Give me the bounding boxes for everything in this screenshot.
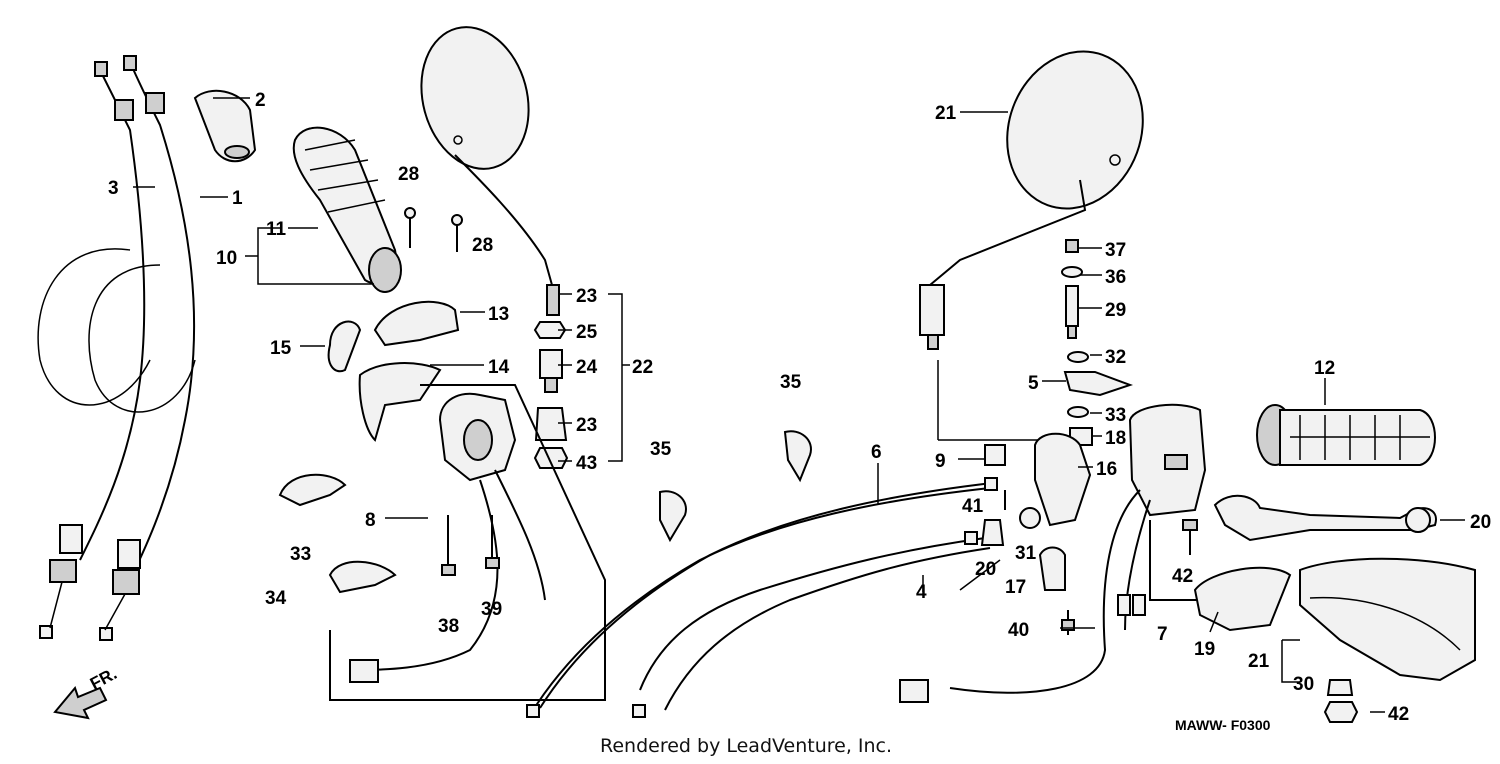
callout-12: 12 — [1314, 358, 1335, 379]
callout-4: 4 — [916, 582, 927, 603]
brake-lever — [1213, 494, 1437, 542]
left-mirror — [420, 26, 560, 316]
callout-23-left: 22 — [632, 357, 653, 378]
callout-16: 16 — [1096, 459, 1117, 480]
callout-33: 33 — [1105, 405, 1126, 426]
callout-41: 41 — [962, 496, 984, 517]
callout-30: 30 — [1293, 674, 1314, 695]
callout-35-a: 33 — [290, 544, 311, 565]
throttle-housing — [327, 300, 460, 442]
callout-19: 19 — [1194, 639, 1215, 660]
leader-lines — [133, 97, 1465, 713]
throttle-cables — [37, 55, 196, 641]
callout-3: 3 — [108, 178, 119, 199]
callout-28-a: 28 — [398, 164, 419, 185]
callout-37: 38 — [438, 616, 459, 637]
right-grip — [1256, 404, 1436, 466]
callout-27: 25 — [576, 322, 598, 343]
callout-42: 42 — [1388, 704, 1409, 725]
callout-7: 7 — [1157, 624, 1168, 645]
throttle-grip — [292, 126, 402, 293]
callout-35-c: 35 — [650, 439, 672, 460]
drawing-code: MAWW- F0300 — [1175, 717, 1271, 733]
callout-40: 42 — [1172, 566, 1193, 587]
callout-35-b: 34 — [265, 588, 287, 609]
callout-39: 40 — [1008, 620, 1029, 641]
callout-32: 32 — [1105, 347, 1126, 368]
callout-31: 31 — [1015, 543, 1037, 564]
callout-26: 24 — [576, 357, 598, 378]
left-switch-assembly — [329, 384, 606, 701]
callout-43: 43 — [576, 453, 597, 474]
render-credit: Rendered by LeadVenture, Inc. — [600, 735, 892, 757]
callout-38: 39 — [481, 599, 502, 620]
right-mirror — [919, 50, 1144, 441]
callout-24: 23 — [576, 415, 597, 436]
callout-20: 20 — [1470, 512, 1491, 533]
screws-37-38 — [441, 515, 500, 576]
callout-29: 29 — [1105, 300, 1126, 321]
callout-9: 9 — [935, 451, 946, 472]
brake-master-area — [980, 239, 1134, 635]
callout-13: 13 — [488, 304, 509, 325]
callout-10: 10 — [216, 248, 237, 269]
callout-numbers: 2 3 1 10 11 28 28 13 15 14 8 23 25 24 22… — [108, 90, 1491, 725]
callout-17: 17 — [1005, 577, 1026, 598]
callout-15: 15 — [270, 338, 292, 359]
callout-2: 2 — [255, 90, 266, 111]
cables-6-4 — [526, 477, 998, 718]
hand-guards — [1193, 557, 1476, 723]
callout-34: 36 — [1105, 267, 1126, 288]
callout-36: 37 — [1105, 240, 1126, 261]
front-direction-label: FR. — [87, 664, 120, 694]
callout-21: 21 — [1248, 651, 1270, 672]
callout-11: 11 — [266, 219, 287, 240]
callout-23-right: 21 — [935, 103, 957, 124]
mirror-adapter-stack — [533, 321, 569, 469]
callout-28-b: 28 — [472, 235, 493, 256]
callout-35-d: 35 — [780, 372, 802, 393]
front-direction-arrow — [53, 685, 108, 720]
callout-14: 14 — [488, 357, 510, 378]
callout-18: 18 — [1105, 428, 1126, 449]
callout-8: 8 — [365, 510, 376, 531]
end-plug — [193, 89, 257, 163]
callout-22: 20 — [975, 559, 996, 580]
callout-25: 23 — [576, 286, 597, 307]
screws-28 — [404, 207, 463, 252]
callout-1: 1 — [232, 188, 243, 209]
callout-6: 6 — [871, 442, 882, 463]
cable-clamps — [278, 430, 812, 594]
callout-5: 5 — [1028, 373, 1039, 394]
right-switch-housing — [899, 403, 1207, 703]
